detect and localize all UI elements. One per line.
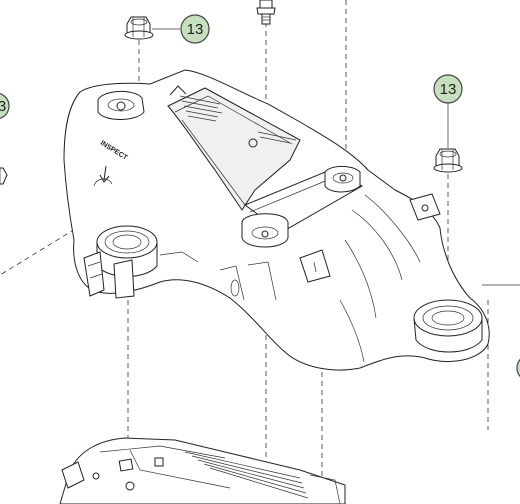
- lower-motor-assembly: [59, 437, 346, 504]
- embossed-text-block: [169, 85, 297, 148]
- callout-number: 3: [0, 98, 6, 115]
- part-callout-left-edge: 3: [0, 93, 10, 119]
- part-callout-13-top: 13: [152, 14, 210, 44]
- callout-number: 13: [187, 21, 204, 38]
- part-callout-13-right: 13: [433, 74, 463, 148]
- crossmember-bracket: INSPECT: [63, 69, 490, 371]
- left-edge-nut: [0, 167, 8, 185]
- top-flange-nut: [124, 16, 154, 40]
- part-callout-right-edge: [516, 358, 520, 378]
- right-flange-nut: [433, 148, 463, 173]
- top-bolt: [256, 0, 276, 25]
- callout-number: 13: [440, 81, 457, 98]
